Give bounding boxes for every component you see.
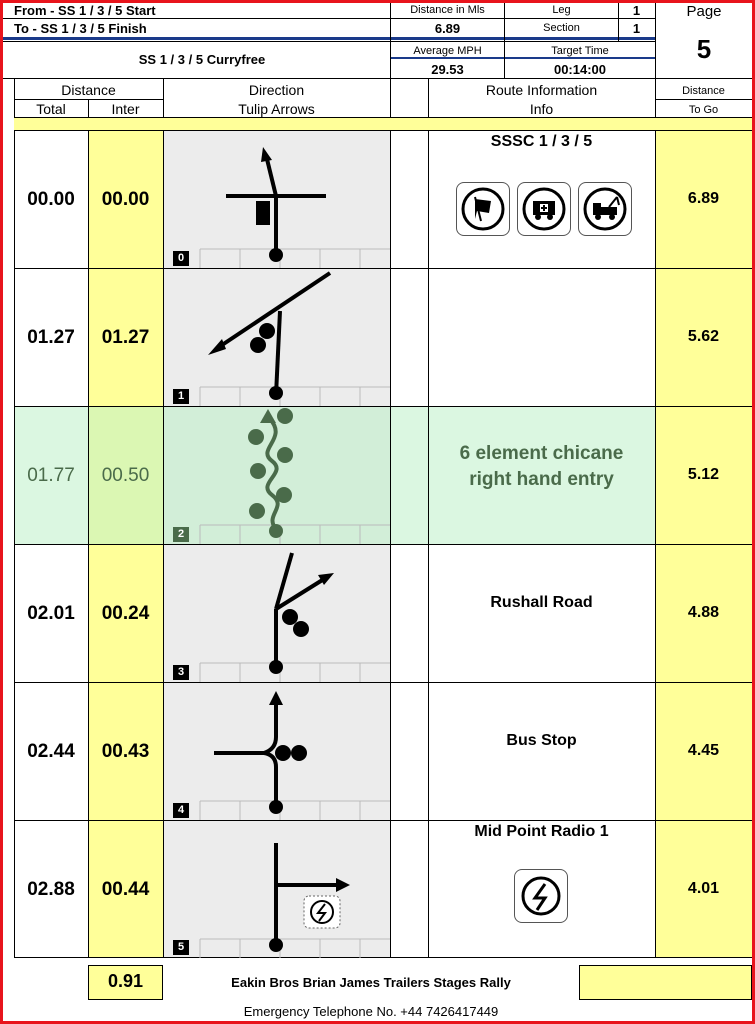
row-1-inter: 01.27 <box>101 327 150 348</box>
inter-total: 0.91 <box>107 971 144 991</box>
row-2-total: 01.77 <box>27 465 75 486</box>
row-3-tulip <box>199 552 390 682</box>
row-4-to-go: 4.45 <box>687 742 720 759</box>
ambulance-icon <box>517 182 571 236</box>
row-1-badge: 1 <box>173 389 189 404</box>
col-tulip: Tulip Arrows <box>238 101 315 117</box>
col-inter: Inter <box>111 101 140 117</box>
row-1-total: 01.27 <box>27 327 75 348</box>
row-0-tulip <box>199 147 390 268</box>
row-3-badge: 3 <box>173 665 189 680</box>
row-1-tulip <box>199 271 390 406</box>
row-3-to-go: 4.88 <box>687 604 720 621</box>
distance-value: 6.89 <box>434 21 461 36</box>
inter-total-box <box>88 965 163 1000</box>
row-4-inter: 00.43 <box>101 741 150 762</box>
page-label: Page <box>686 3 722 20</box>
avg-mph-value: 29.53 <box>431 62 464 77</box>
row-4-total: 02.44 <box>27 741 75 762</box>
row-2-info: 6 element chicane <box>459 443 624 464</box>
stage-name: SS 1 / 3 / 5 Curryfree <box>138 52 266 67</box>
row-2-info-2: right hand entry <box>469 469 614 490</box>
event-name: Eakin Bros Brian James Trailers Stages R… <box>231 975 511 990</box>
row-2-inter: 00.50 <box>101 465 150 486</box>
radio-icon <box>514 869 568 923</box>
page-number: 5 <box>696 34 712 64</box>
to-label: To - SS 1 / 3 / 5 Finish <box>14 21 147 36</box>
flag-icon <box>456 182 510 236</box>
target-value: 00:14:00 <box>553 62 607 77</box>
row-5-info: Mid Point Radio 1 <box>474 823 609 840</box>
row-2-to-go: 5.12 <box>687 466 720 483</box>
row-1-to-go: 5.62 <box>687 328 720 345</box>
leg-value: 1 <box>632 3 641 18</box>
highlight-row <box>14 406 655 544</box>
row-3-info: Rushall Road <box>490 594 593 611</box>
section-value: 1 <box>632 21 641 36</box>
col-direction: Direction <box>248 82 305 98</box>
leg-label: Leg <box>552 4 571 16</box>
row-5-tulip <box>199 843 390 958</box>
row-4-badge: 4 <box>173 803 189 818</box>
col-route-info: Route Information <box>485 82 598 98</box>
row-3-inter: 00.24 <box>101 603 150 624</box>
col-distance: Distance <box>61 82 116 98</box>
row-0-to-go: 6.89 <box>687 190 720 207</box>
row-0-total: 00.00 <box>27 189 75 210</box>
row-4-tulip <box>199 691 390 820</box>
row-0-inter: 00.00 <box>101 189 150 210</box>
from-label: From - SS 1 / 3 / 5 Start <box>14 3 156 18</box>
col-dtg-1: Distance <box>682 85 725 97</box>
section-label: Section <box>543 22 580 34</box>
row-0-badge: 0 <box>173 251 189 266</box>
distance-label: Distance in Mls <box>410 4 485 16</box>
row-4-info: Bus Stop <box>506 732 577 749</box>
tow-truck-icon <box>578 182 632 236</box>
row-5-to-go: 4.01 <box>687 880 720 897</box>
row-2-badge: 2 <box>173 527 189 542</box>
target-label: Target Time <box>551 45 609 57</box>
row-5-inter: 00.44 <box>101 879 150 900</box>
row-0-info: SSSC 1 / 3 / 5 <box>490 133 593 150</box>
row-2-tulip <box>199 408 390 544</box>
row-5-badge: 5 <box>173 940 189 955</box>
row-5-total: 02.88 <box>27 879 75 900</box>
row-3-total: 02.01 <box>27 603 75 624</box>
col-dtg-2: To Go <box>688 104 719 116</box>
avg-mph-label: Average MPH <box>413 45 482 57</box>
emergency-phone: Emergency Telephone No. +44 7426417449 <box>243 1004 499 1019</box>
col-total: Total <box>36 101 66 117</box>
col-info: Info <box>529 101 554 117</box>
footer-box-right <box>579 965 752 1000</box>
